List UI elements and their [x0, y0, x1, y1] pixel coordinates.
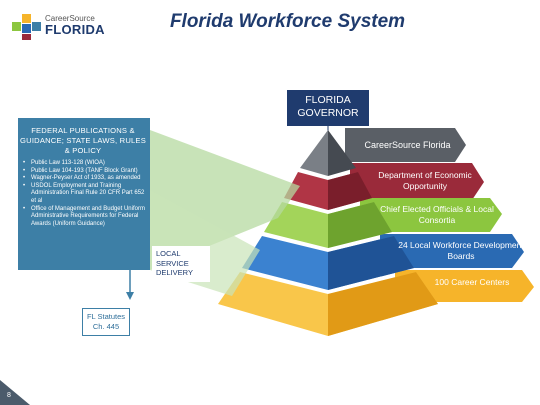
label-career-centers: 100 Career Centers: [434, 277, 510, 287]
list-item: Office of Management and Budget Uniform …: [23, 206, 149, 229]
federal-guidance-list: Public Law 113-128 (WIOA) Public Law 104…: [23, 160, 149, 228]
pyramid-tier-5: [218, 272, 438, 336]
label-careersource-florida: CareerSource Florida: [364, 140, 451, 150]
pyramid-tier-1: [300, 130, 356, 176]
page-corner: [0, 380, 30, 405]
governor-box: FLORIDA GOVERNOR: [287, 90, 369, 126]
page-number: 8: [7, 392, 11, 399]
fl-statutes-line1: FL Statutes: [86, 312, 126, 321]
page-title: Florida Workforce System: [169, 11, 406, 32]
governor-line1: FLORIDA: [305, 94, 351, 106]
local-service-delivery-label: LOCAL SERVICE DELIVERY: [152, 246, 210, 282]
list-item: Wagner-Peyser Act of 1933, as amended: [23, 175, 149, 183]
local-line1: LOCAL: [156, 249, 181, 258]
fl-statutes-line2: Ch. 445: [92, 322, 120, 331]
local-line2: SERVICE: [156, 258, 189, 268]
ribbon-careersource: [345, 128, 466, 162]
pyramid-tier-4: [242, 236, 414, 290]
list-item: Public Law 104-193 (TANF Block Grant): [23, 168, 149, 176]
down-arrow-head: [126, 292, 134, 300]
label-chief-elected-officials: Chief Elected Officials & Local Consorti…: [380, 204, 494, 225]
federal-guidance-heading: FEDERAL PUBLICATIONS & GUIDANCE; STATE L…: [20, 126, 146, 155]
pyramid-tier-2: [284, 172, 372, 210]
list-item: Public Law 113-128 (WIOA): [23, 160, 149, 168]
fl-statutes-box: FL Statutes Ch. 445: [82, 308, 130, 336]
logo-text-careersource: CareerSource: [45, 14, 95, 23]
pyramid-tier-3: [264, 202, 392, 248]
logo-text-florida: FLORIDA: [45, 22, 105, 37]
ribbon-ceo: [360, 198, 502, 232]
list-item: USDOL Employment and Training Administra…: [23, 183, 149, 206]
label-deo: Department of Economic Opportunity: [378, 170, 472, 191]
local-line3: DELIVERY: [156, 268, 193, 277]
governor-line2: GOVERNOR: [297, 107, 359, 119]
ribbon-deo: [350, 163, 484, 200]
careersource-logo-icon: [12, 14, 41, 40]
label-local-workforce-boards: 24 Local Workforce Development Boards: [398, 240, 524, 261]
ribbon-lwdb: [380, 234, 524, 268]
